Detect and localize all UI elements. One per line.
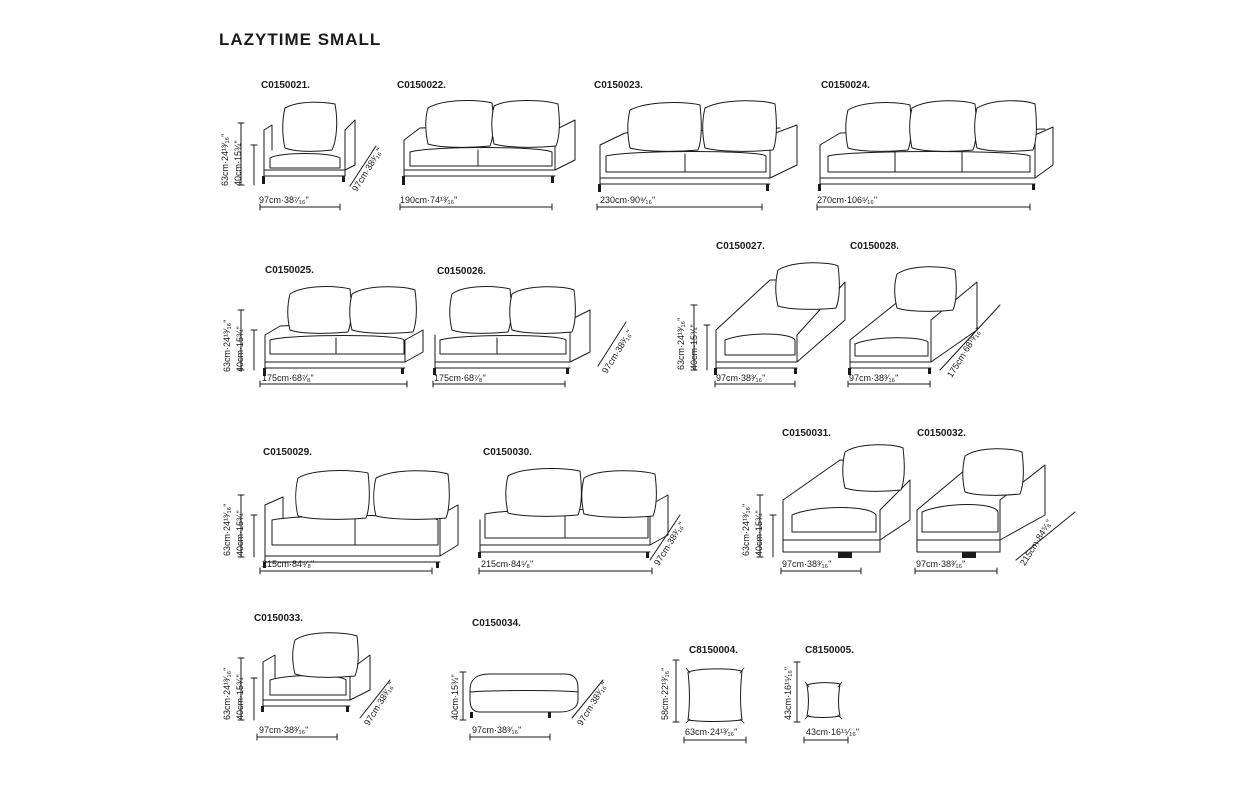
- width-dimension: 97cm·38⁷⁄₁₆": [259, 195, 309, 205]
- height-dimension: 58cm·22¹³⁄₁₆": [660, 667, 670, 720]
- dimension-lines: [237, 122, 1076, 744]
- sofa-c0150021-drawing: [262, 101, 356, 184]
- height-dimension: 63cm·24¹³⁄₁₆": [676, 317, 686, 370]
- product-code: C0150032.: [917, 428, 966, 439]
- height-dimension: 63cm·24¹³⁄₁₆": [741, 503, 751, 556]
- width-dimension: 97cm·38³⁄₁₆": [916, 559, 966, 569]
- product-code: C8150004.: [689, 645, 738, 656]
- width-dimension: 43cm·16¹⁵⁄₁₆": [806, 727, 860, 737]
- sofa-c0150025-drawing: [263, 286, 424, 376]
- product-code: C0150033.: [254, 613, 303, 624]
- seat-height-dimension: 40cm·15¾": [235, 326, 245, 372]
- seat-height-dimension: 40cm·15¾": [689, 324, 699, 370]
- seat-height-dimension: 40cm·15¾": [754, 510, 764, 556]
- seat-height-dimension: 40cm·15¾": [450, 674, 460, 720]
- seat-height-dimension: 40cm·15¾": [233, 140, 243, 186]
- width-dimension: 97cm·38³⁄₁₆": [259, 725, 309, 735]
- page-title: LAZYTIME SMALL: [219, 30, 382, 49]
- height-dimension: 63cm·24¹³⁄₁₆": [222, 503, 232, 556]
- chaise-c0150031-drawing: [782, 444, 911, 558]
- sofa-c0150026-drawing: [433, 286, 591, 375]
- width-dimension: 175cm·68⁷⁄₈": [434, 373, 486, 383]
- ottoman-c0150034-drawing: [469, 673, 579, 718]
- height-dimension: 63cm·24¹³⁄₁₆": [222, 667, 232, 720]
- width-dimension: 97cm·38³⁄₁₆": [849, 373, 899, 383]
- sofa-c0150024-drawing: [818, 100, 1054, 191]
- product-code: C0150030.: [483, 447, 532, 458]
- width-dimension: 190cm·74¹³⁄₁₆": [400, 195, 458, 205]
- product-code: C8150005.: [805, 645, 854, 656]
- width-dimension: 230cm·90⁹⁄₁₆": [600, 195, 656, 205]
- height-dimension: 43cm·16¹⁵⁄₁₆": [783, 666, 793, 720]
- height-dimension: 63cm·24¹³⁄₁₆": [222, 319, 232, 372]
- width-dimension: 97cm·38³⁄₁₆": [782, 559, 832, 569]
- product-code: C0150034.: [472, 618, 521, 629]
- width-dimension: 97cm·38³⁄₁₆": [716, 373, 766, 383]
- product-code: C0150026.: [437, 266, 486, 277]
- seat-height-dimension: 40cm·15¾": [235, 510, 245, 556]
- product-code: C0150023.: [594, 80, 643, 91]
- width-dimension: 63cm·24¹³⁄₁₆": [685, 727, 738, 737]
- product-code: C0150024.: [821, 80, 870, 91]
- product-code: C0150029.: [263, 447, 312, 458]
- width-dimension: 215cm·84⁵⁄₈": [481, 559, 534, 569]
- width-dimension: 215cm·84⁵⁄₈": [262, 559, 315, 569]
- product-code: C0150027.: [716, 241, 765, 252]
- chaise-c0150032-drawing: [916, 448, 1046, 558]
- cushion-c8150004-drawing: [685, 667, 745, 724]
- width-dimension: 175cm·68⁷⁄₈": [262, 373, 314, 383]
- sofa-c0150023-drawing: [598, 100, 798, 192]
- height-dimension: 63cm·24¹³⁄₁₆": [220, 133, 230, 186]
- seat-height-dimension: 40cm·15¾": [235, 674, 245, 720]
- sofa-c0150029-drawing: [263, 470, 459, 568]
- cushion-c8150005-drawing: [804, 681, 843, 720]
- product-code: C0150022.: [397, 80, 446, 91]
- width-dimension: 270cm·106⁵⁄₁₆": [817, 195, 878, 205]
- width-dimension: 97cm·38³⁄₁₆": [472, 725, 522, 735]
- sofa-c0150030-drawing: [478, 468, 669, 558]
- sofa-c0150022-drawing: [402, 100, 576, 185]
- product-code: C0150021.: [261, 80, 310, 91]
- product-code: C0150031.: [782, 428, 831, 439]
- product-code: C0150025.: [265, 265, 314, 276]
- chaise-c0150027-drawing: [714, 262, 846, 375]
- chaise-c0150028-drawing: [848, 266, 978, 375]
- corner-c0150033-drawing: [261, 632, 371, 712]
- product-code: C0150028.: [850, 241, 899, 252]
